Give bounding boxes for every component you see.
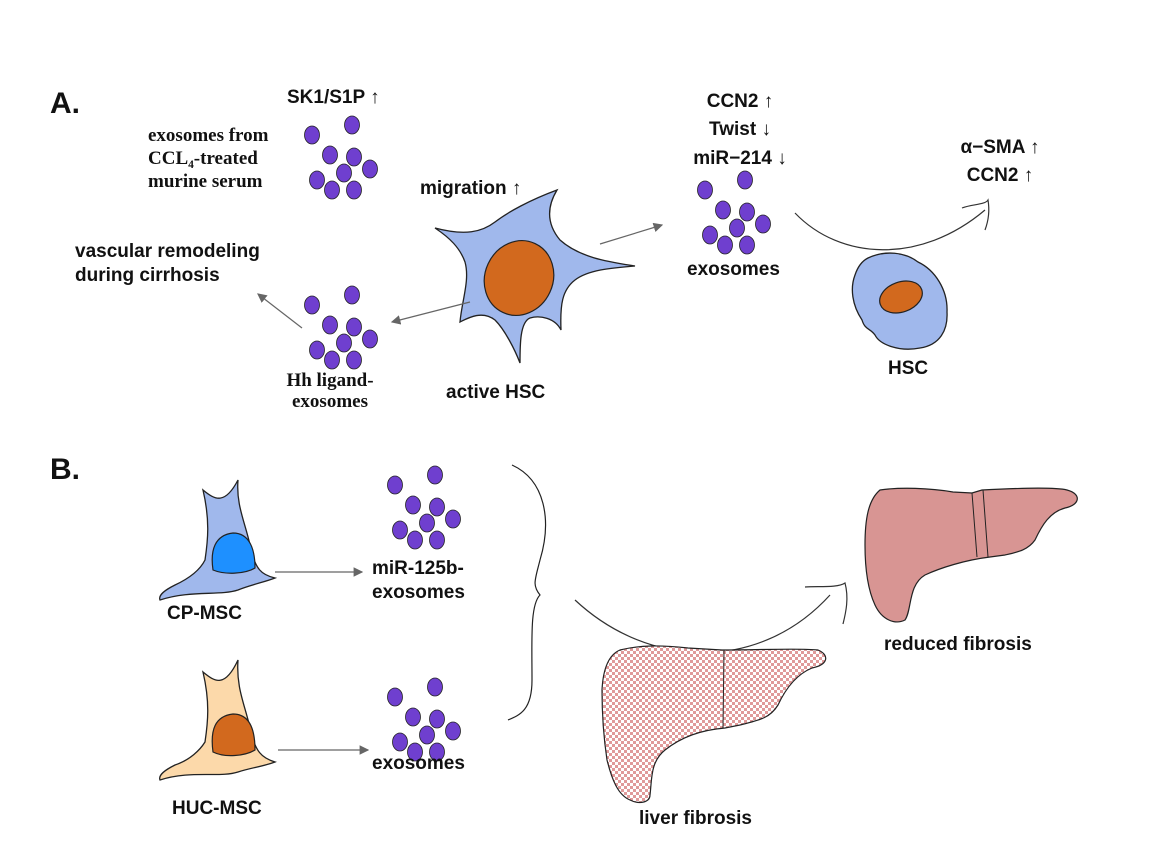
exosome-vesicle xyxy=(729,218,745,238)
exosome-vesicle xyxy=(429,530,445,550)
serum-exosome-cluster xyxy=(304,115,378,200)
exosomes-label-b: exosomes xyxy=(372,753,465,774)
panel-b-label: B. xyxy=(50,453,80,486)
huc-msc-cell xyxy=(159,659,277,781)
exosome-vesicle xyxy=(309,340,325,360)
sk1-s1p-label: SK1/S1P ↑ xyxy=(287,87,380,108)
exosome-vesicle xyxy=(322,145,338,165)
hh-exosomes-line2: exosomes xyxy=(292,391,368,412)
exosome-vesicle xyxy=(344,115,360,135)
mir125b-line1: miR-125b- xyxy=(372,558,464,579)
exosome-vesicle xyxy=(737,170,753,190)
active-hsc-label: active HSC xyxy=(446,382,546,403)
arrow-hh-to-vascular xyxy=(257,293,303,329)
exosome-vesicle xyxy=(445,721,461,741)
asma-up-label: α−SMA ↑ xyxy=(960,137,1040,158)
mir125b-exosome-cluster xyxy=(387,465,461,550)
mir214-down-label: miR−214 ↓ xyxy=(693,148,787,169)
huc-msc-label: HUC-MSC xyxy=(172,798,262,819)
cp-msc-cell xyxy=(159,479,278,601)
exosome-vesicle xyxy=(346,350,362,370)
exosome-vesicle xyxy=(702,225,718,245)
twist-down-label: Twist ↓ xyxy=(709,119,771,140)
exosome-vesicle xyxy=(429,742,445,762)
vascular-line1: vascular remodeling xyxy=(75,241,260,262)
hh-exosome-cluster xyxy=(304,285,378,370)
exosome-vesicle xyxy=(392,732,408,752)
exosome-vesicle xyxy=(392,520,408,540)
exosome-vesicle xyxy=(324,350,340,370)
exosome-vesicle xyxy=(715,200,731,220)
hsc-cell xyxy=(851,252,948,350)
hh-exosomes-line1: Hh ligand- xyxy=(286,370,374,391)
exosome-vesicle xyxy=(407,742,423,762)
exosome-vesicle xyxy=(429,497,445,517)
exosome-vesicle xyxy=(427,465,443,485)
curved-arrow-exo-to-hsc xyxy=(794,209,986,251)
exosome-vesicle xyxy=(739,235,755,255)
mir125b-line2: exosomes xyxy=(372,582,465,603)
huc-exosome-cluster xyxy=(387,677,461,762)
exosome-vesicle xyxy=(362,159,378,179)
fibrotic-liver xyxy=(601,645,827,804)
exosome-vesicle xyxy=(755,214,771,234)
nucleus xyxy=(483,240,555,316)
exosome-vesicle xyxy=(309,170,325,190)
serum-exosomes-line1: exosomes from xyxy=(148,125,269,146)
exosome-vesicle xyxy=(336,163,352,183)
exosome-vesicle xyxy=(407,530,423,550)
exosome-vesicle xyxy=(322,315,338,335)
migration-label: migration ↑ xyxy=(420,178,522,199)
ccn2-up-hsc-label: CCN2 ↑ xyxy=(966,165,1034,186)
reduced-fibrosis-label: reduced fibrosis xyxy=(884,634,1032,655)
exosome-vesicle xyxy=(346,317,362,337)
exosome-vesicle xyxy=(445,509,461,529)
exosome-vesicle xyxy=(346,147,362,167)
exosome-vesicle xyxy=(324,180,340,200)
hsc-exosome-cluster xyxy=(697,170,771,255)
exosome-vesicle xyxy=(697,180,713,200)
ccn2-up-label: CCN2 ↑ xyxy=(706,91,774,112)
exosome-vesicle xyxy=(429,709,445,729)
serum-exosomes-line2: CCL₄-treated xyxy=(148,148,258,169)
active-hsc-cell xyxy=(434,188,636,364)
exosome-vesicle xyxy=(739,202,755,222)
vascular-line2: during cirrhosis xyxy=(75,265,220,286)
exosome-vesicle xyxy=(346,180,362,200)
panel-a-label: A. xyxy=(50,87,80,120)
cp-msc-label: CP-MSC xyxy=(167,603,242,624)
exosome-vesicle xyxy=(304,125,320,145)
liver-fibrosis-label: liver fibrosis xyxy=(639,808,752,829)
exosome-vesicle xyxy=(405,495,421,515)
healthy-liver xyxy=(864,487,1078,623)
arrow-hsc-to-exosomes xyxy=(599,222,664,245)
brace xyxy=(507,464,547,721)
curved-arrow-fibrosis xyxy=(574,594,831,654)
exosome-vesicle xyxy=(717,235,733,255)
arrow-head xyxy=(804,582,848,625)
exosome-vesicle xyxy=(362,329,378,349)
exosome-vesicle xyxy=(387,475,403,495)
exosome-vesicle xyxy=(405,707,421,727)
arrow-head xyxy=(961,198,990,231)
exosome-vesicle xyxy=(344,285,360,305)
exosome-vesicle xyxy=(304,295,320,315)
exosome-vesicle xyxy=(336,333,352,353)
hsc-label: HSC xyxy=(888,358,929,379)
exosomes-label-a: exosomes xyxy=(687,259,780,280)
arrow-hsc-to-hh xyxy=(390,301,471,325)
serum-exosomes-line3: murine serum xyxy=(148,171,263,192)
exosome-vesicle xyxy=(387,687,403,707)
exosome-vesicle xyxy=(427,677,443,697)
exosome-vesicle xyxy=(419,513,435,533)
exosome-vesicle xyxy=(419,725,435,745)
